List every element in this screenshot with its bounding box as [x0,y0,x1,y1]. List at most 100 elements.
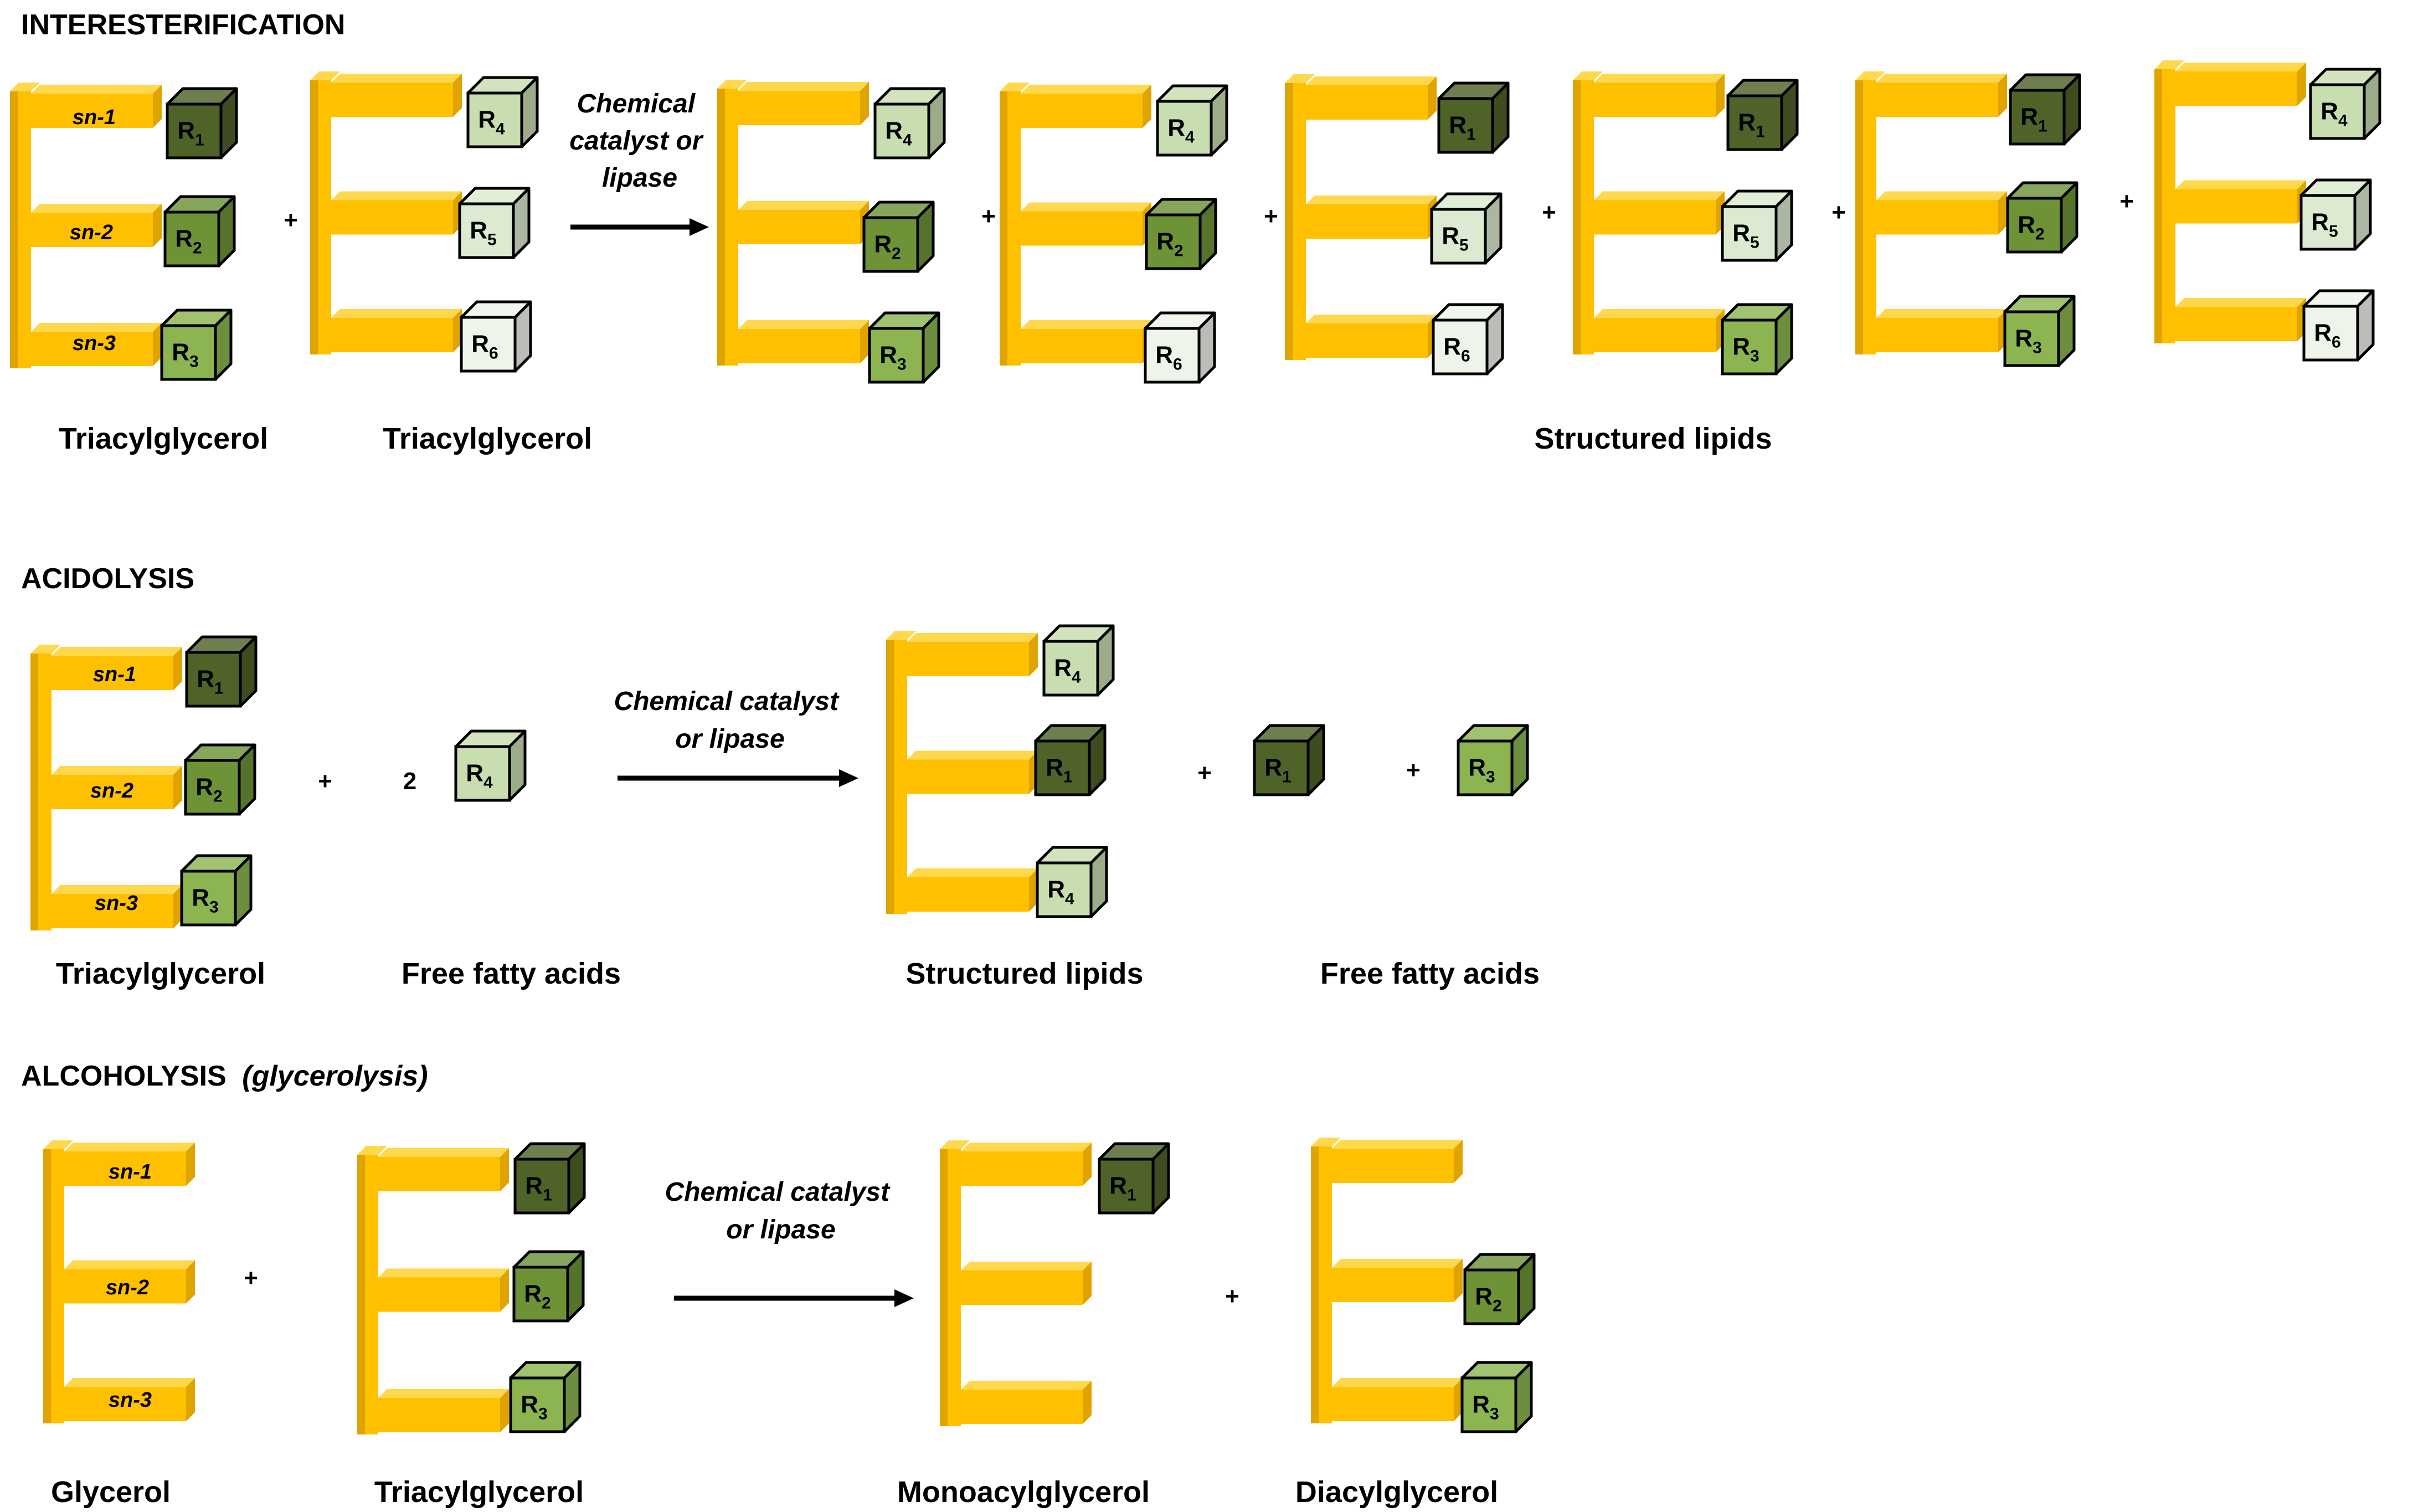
fatty-acid-cube-r4: R4 [466,76,539,148]
fatty-acid-subscript: 3 [1486,768,1495,786]
fatty-acid-subscript: 1 [214,680,224,698]
sn2-text: sn-2 [106,1276,149,1299]
plus-sign: + [1831,199,1846,226]
fatty-acid-label: R2 [2018,212,2044,244]
fatty-acid-label: R3 [2015,325,2041,357]
fatty-acid-cube-r5: R5 [458,187,531,259]
sn2-text: sn-2 [70,221,113,244]
fatty-acid-subscript: 6 [1461,347,1470,366]
section-alcoholysis: ALCOHOLYSIS (glycerolysis) sn-1 sn-2 sn-… [21,1060,1536,1509]
fatty-acid-subscript: 5 [487,231,497,249]
glycerol-backbone [30,645,182,930]
fatty-acid-cube-r3: R3 [1721,303,1793,376]
fatty-acid-cube-r2: R2 [512,1250,585,1323]
fatty-acid-label: R5 [1442,223,1468,255]
reaction-arrow [570,218,709,236]
fatty-acid-cube-r3: R3 [1460,1361,1533,1433]
fatty-acid-letter: R [879,342,897,369]
section-interesterification: INTERESTERIFICATION sn-1 sn-2 sn-3 R1 R2… [10,9,2381,455]
fatty-acid-label: R3 [192,884,218,917]
position-label-sn2: sn-2 [90,779,133,803]
catalyst-line: or lipase [675,724,784,754]
fatty-acid-subscript: 2 [193,239,202,258]
fatty-acid-letter: R [525,1172,543,1200]
fatty-acid-label: R1 [1449,112,1475,144]
fatty-acid-letter: R [521,1391,538,1418]
fatty-acid-subscript: 1 [1063,768,1073,786]
fatty-acid-letter: R [1732,220,1750,247]
sn3-text: sn-3 [95,892,138,915]
position-label-sn1: sn-1 [73,106,116,129]
fatty-acid-letter: R [1732,333,1750,361]
fatty-acid-subscript: 3 [209,898,219,917]
fatty-acid-cube-r3: R3 [160,308,233,381]
fatty-acid-label: R1 [197,666,223,698]
fatty-acid-letter: R [1442,223,1459,250]
fatty-acid-letter: R [1109,1172,1127,1200]
fatty-acid-subscript: 2 [1174,242,1184,260]
fatty-acid-letter: R [2018,212,2035,239]
fatty-acid-letter: R [1046,754,1063,781]
fatty-acid-label: R2 [195,774,222,806]
glycerol-backbone [43,1140,195,1423]
molecule-label: Free fatty acids [402,957,621,990]
catalyst-line: catalyst or [569,126,703,156]
fatty-acid-cube-r2: R2 [1463,1253,1536,1325]
fatty-acid-cube-r3: R3 [509,1361,582,1433]
fatty-acid-cube-r3: R3 [2003,295,2076,367]
fatty-acid-subscript: 6 [489,344,498,363]
fatty-acid-label: R2 [1475,1283,1501,1315]
fatty-acid-cube-r5: R5 [1430,192,1503,265]
fatty-acid-subscript: 1 [1282,768,1292,786]
catalyst-label: Chemical catalyst or lipase [569,89,709,193]
molecule-label: Glycerol [51,1475,171,1509]
fatty-acid-label: R4 [1047,876,1074,908]
fatty-acid-subscript: 3 [189,353,199,371]
fatty-acid-label: R1 [525,1172,552,1205]
catalyst-label: Chemical catalyst or lipase [614,687,846,754]
molecule-label: Monoacylglycerol [897,1475,1150,1509]
glycerol-backbone [886,631,1038,914]
fatty-acid-label: R5 [1732,220,1759,252]
section-title-main: ALCOHOLYSIS [21,1060,227,1092]
fatty-acid-letter: R [874,231,892,258]
fatty-acid-label: R4 [466,760,493,792]
plus-sign: + [1542,199,1556,226]
fatty-acid-cube-r4: R4 [1036,846,1108,918]
fatty-acid-label: R6 [471,331,498,363]
fatty-acid-subscript: 1 [1756,123,1765,141]
reaction-arrow [674,1289,914,1307]
catalyst-line: Chemical [577,89,696,119]
section-title-interesterification: INTERESTERIFICATION [21,9,345,41]
fatty-acid-letter: R [195,774,213,801]
fatty-acid-subscript: 2 [542,1294,551,1313]
fatty-acid-subscript: 4 [903,131,912,150]
position-label-sn2: sn-2 [106,1276,149,1299]
fatty-acid-subscript: 2 [892,245,901,263]
section-title-alcoholysis: ALCOHOLYSIS (glycerolysis) [21,1060,428,1092]
fatty-acid-label: R1 [1738,109,1764,141]
position-label-sn2: sn-2 [70,221,113,244]
fatty-acid-letter: R [2015,325,2033,352]
molecule-label: Structured lipids [1534,422,1772,455]
fatty-acid-cube-r6: R6 [1432,303,1504,376]
fatty-acid-cube-r2: R2 [862,200,935,273]
glycerol-backbone [2154,60,2306,343]
fatty-acid-letter: R [1738,109,1756,136]
catalyst-line: Chemical catalyst [665,1177,891,1207]
fatty-acid-cube-r1: R1 [1034,724,1107,796]
fatty-acid-subscript: 6 [2332,333,2341,352]
fatty-acid-label: R3 [521,1391,547,1423]
fatty-acid-subscript: 4 [1065,890,1074,908]
fatty-acid-letter: R [2020,104,2038,131]
fatty-acid-subscript: 5 [1750,234,1759,252]
fatty-acid-subscript: 4 [483,774,493,792]
fatty-acid-letter: R [175,225,193,253]
fatty-acid-label: R1 [1264,754,1291,786]
glycerol-backbone [1573,71,1725,354]
fatty-acid-letter: R [1156,228,1174,255]
fatty-acid-label: R6 [1155,342,1182,374]
plus-sign: + [1406,757,1421,784]
fatty-acid-label: R4 [885,117,912,150]
fatty-acid-cube-r1: R1 [2009,73,2081,146]
